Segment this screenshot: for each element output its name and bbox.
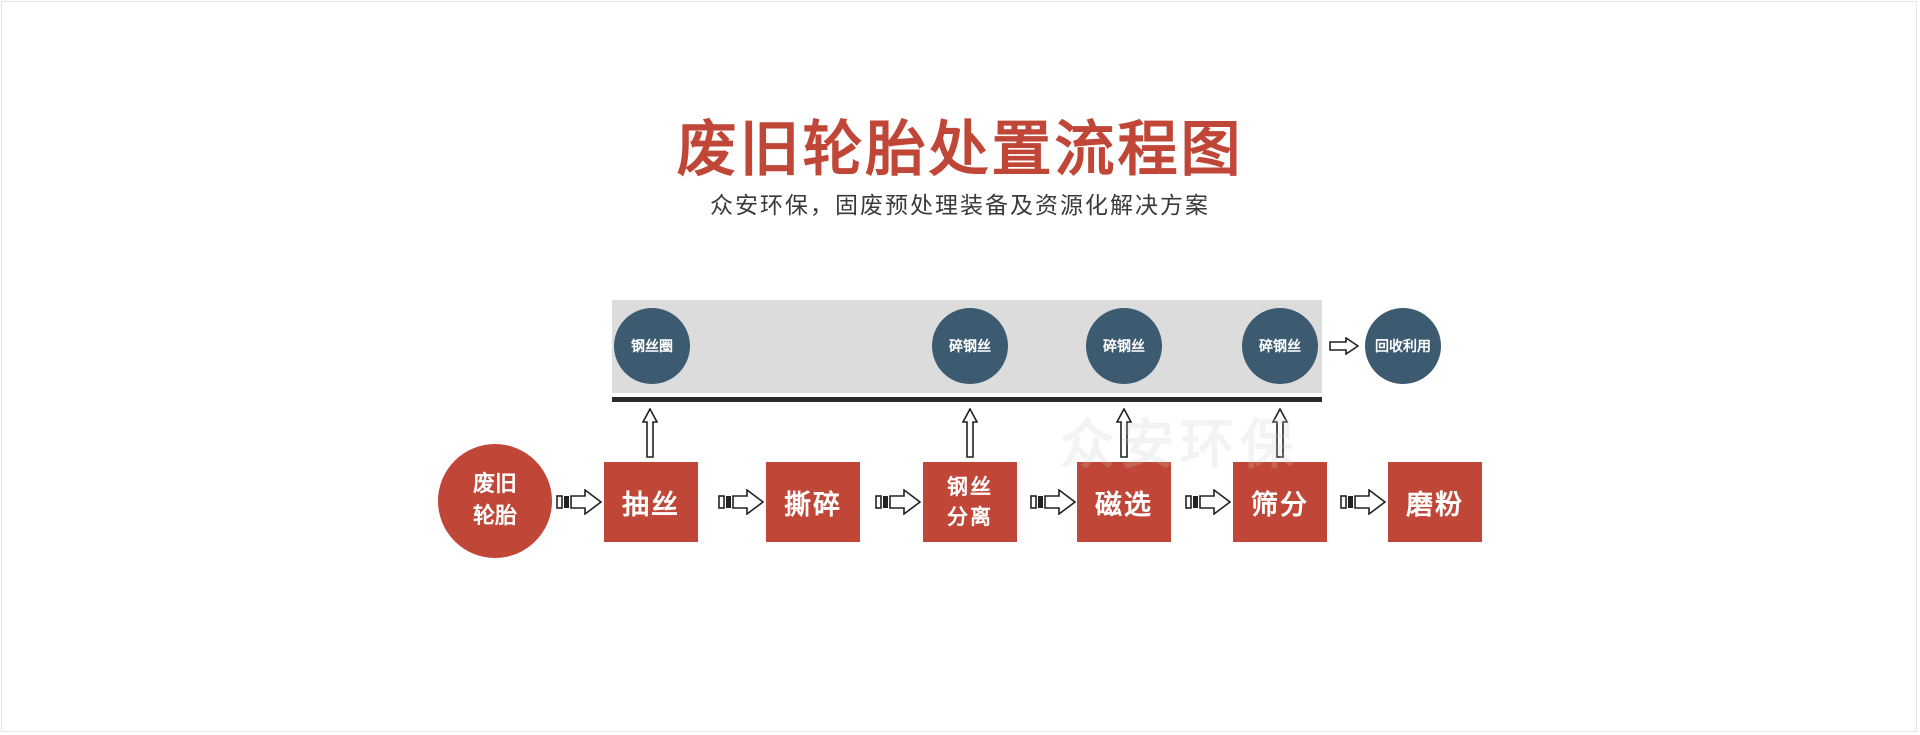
- flow-arrow-icon: [875, 489, 921, 515]
- start-node-waste-tire: 废旧 轮胎: [438, 444, 552, 558]
- output-node-steel-ring: 钢丝圈: [614, 308, 690, 384]
- arrow-right-icon: [1329, 337, 1359, 355]
- up-arrow-icon: [1272, 408, 1288, 458]
- diagram-title: 废旧轮胎处置流程图: [676, 115, 1244, 185]
- flow-arrow-icon: [718, 489, 764, 515]
- recycle-node: 回收利用: [1365, 308, 1441, 384]
- step-wire-separation-line2: 分离: [947, 505, 993, 529]
- up-arrow-icon: [642, 408, 658, 458]
- step-wire-separation: 钢丝 分离: [923, 462, 1017, 542]
- output-node-steel-wire-3: 碎钢丝: [1242, 308, 1318, 384]
- output-node-steel-wire-1: 碎钢丝: [932, 308, 1008, 384]
- diagram-subtitle: 众安环保，固废预处理装备及资源化解决方案: [710, 193, 1210, 219]
- step-shredding: 撕碎: [766, 462, 860, 542]
- output-rail: [612, 397, 1322, 402]
- flow-arrow-icon: [1185, 489, 1231, 515]
- step-magnetic-separation: 磁选: [1077, 462, 1171, 542]
- flow-arrow-icon: [1030, 489, 1076, 515]
- start-node-line2: 轮胎: [472, 504, 517, 529]
- start-node-line1: 废旧: [472, 472, 517, 497]
- output-node-steel-wire-2: 碎钢丝: [1086, 308, 1162, 384]
- flow-arrow-icon: [1340, 489, 1386, 515]
- up-arrow-icon: [962, 408, 978, 458]
- step-wire-drawing: 抽丝: [604, 462, 698, 542]
- step-grinding: 磨粉: [1388, 462, 1482, 542]
- step-wire-separation-line1: 钢丝: [947, 475, 993, 499]
- step-screening: 筛分: [1233, 462, 1327, 542]
- up-arrow-icon: [1116, 408, 1132, 458]
- flow-arrow-icon: [556, 489, 602, 515]
